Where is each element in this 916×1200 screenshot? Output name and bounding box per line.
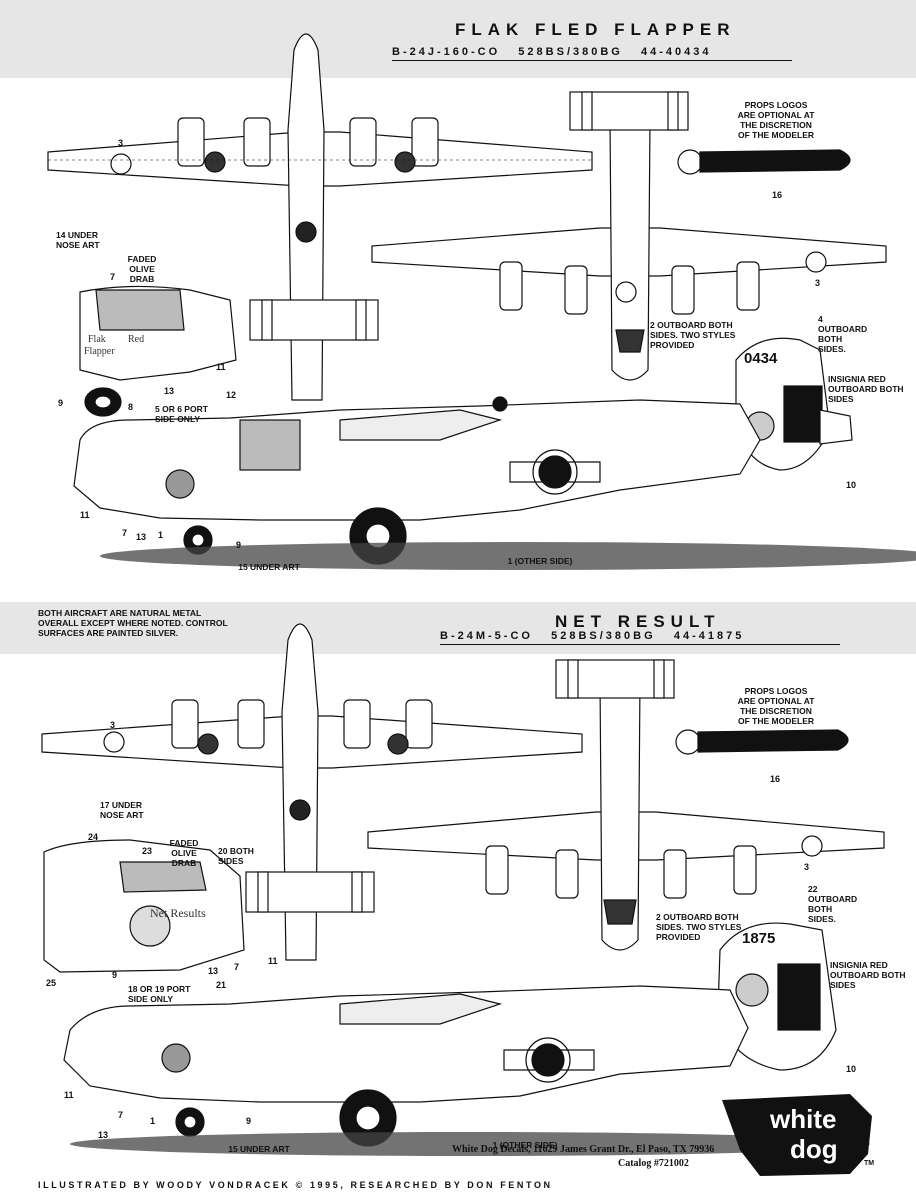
top-nose-art-flak: Flak — [88, 334, 106, 345]
top-callout: 11 — [216, 362, 226, 372]
bottom-title: NET RESULT — [555, 612, 721, 631]
top-callout: 13 — [136, 532, 147, 542]
bottom-callout: 21 — [216, 980, 227, 990]
bottom-outboard-both-note: 22 OUTBOARD BOTH SIDES. — [808, 884, 858, 924]
bottom-faded-olive-note: FADED OLIVE DRAB — [169, 838, 199, 868]
footer-address: White Dog Decals, 11629 James Grant Dr.,… — [452, 1144, 715, 1155]
footer-catalog: Catalog #721002 — [618, 1158, 689, 1169]
top-other-side-note: 1 (OTHER SIDE) — [507, 556, 573, 566]
top-callout: 8 — [128, 402, 134, 412]
bottom-callout: 3 — [804, 862, 810, 872]
bottom-callout: 1 — [150, 1116, 156, 1126]
top-outboard-both-note: 4 OUTBOARD BOTH SIDES. — [818, 314, 868, 354]
top-title-rule — [392, 60, 792, 61]
bottom-outboard-two-styles-note: 2 OUTBOARD BOTH SIDES. TWO STYLES PROVID… — [656, 912, 742, 942]
top-nose-art-flapper: Flapper — [84, 346, 115, 357]
top-callout: 10 — [846, 480, 857, 490]
top-callout: 7 — [122, 528, 128, 538]
bottom-other-side-note: 1 (OTHER SIDE) — [492, 1140, 558, 1150]
bottom-callout: 11 — [268, 956, 278, 966]
bottom-callout: 13 — [98, 1130, 109, 1140]
bottom-callout: 24 — [88, 832, 99, 842]
top-under-nose-note: 14 UNDER NOSE ART — [56, 230, 100, 250]
top-callout: 11 — [80, 510, 90, 520]
logo-white: white — [770, 1104, 837, 1134]
bottom-callout: 9 — [246, 1116, 252, 1126]
top-insignia-note: INSIGNIA RED OUTBOARD BOTH SIDES — [828, 374, 904, 404]
top-under-art-note: 15 UNDER ART — [238, 562, 300, 572]
bottom-props-note: PROPS LOGOS ARE OPTIONAL AT THE DISCRETI… — [737, 686, 815, 726]
top-props-note: PROPS LOGOS ARE OPTIONAL AT THE DISCRETI… — [737, 100, 815, 140]
bottom-plan-view-left — [41, 623, 583, 961]
top-title: FLAK FLED FLAPPER — [455, 20, 736, 39]
top-plan-view-left — [47, 33, 593, 401]
bottom-under-art-note: 15 UNDER ART — [228, 1144, 290, 1154]
top-callout: 1 — [158, 530, 164, 540]
top-faded-olive-note: FADED OLIVE DRAB — [127, 254, 157, 284]
bottom-plan-view-right — [367, 659, 885, 951]
logo-trademark: TM — [864, 1160, 875, 1167]
bottom-side-view — [63, 985, 749, 1147]
top-nose-art-red: Red — [128, 334, 145, 345]
bottom-prop — [675, 729, 849, 755]
bottom-tail-detail — [717, 922, 837, 1071]
bottom-subtitle: B-24M-5-CO 528BS/380BG 44-41875 — [440, 630, 745, 642]
bottom-port-side-note: 18 OR 19 PORT SIDE ONLY — [128, 984, 191, 1004]
bottom-callout: 11 — [64, 1090, 74, 1100]
top-ground-shadow — [100, 542, 916, 570]
bottom-nose-art-text: Net Results — [150, 906, 206, 920]
bottom-title-band — [0, 602, 916, 654]
top-subtitle: B-24J-160-CO 528BS/380BG 44-40434 — [392, 46, 712, 58]
top-tail-detail — [735, 337, 853, 471]
top-plan-view-right — [371, 91, 887, 381]
top-drawings — [47, 33, 916, 570]
top-callout: 7 — [110, 272, 116, 282]
bottom-callout: 23 — [142, 846, 153, 856]
top-callout: 13 — [164, 386, 175, 396]
bottom-callout: 25 — [46, 978, 57, 988]
logo-badge — [722, 1094, 872, 1176]
bottom-callout: 7 — [118, 1110, 124, 1120]
top-callout: 9 — [236, 540, 242, 550]
bottom-both-sides-note: 20 BOTH SIDES — [218, 846, 254, 866]
bottom-insignia-note: INSIGNIA RED OUTBOARD BOTH SIDES — [830, 960, 906, 990]
top-callout: 3 — [118, 138, 124, 148]
top-port-side-note: 5 OR 6 PORT SIDE ONLY — [155, 404, 208, 424]
top-callout: 9 — [58, 398, 64, 408]
bottom-callout: 16 — [770, 774, 781, 784]
top-title-band — [0, 0, 916, 78]
top-tail-number: 0434 — [744, 350, 778, 367]
top-prop — [677, 149, 851, 175]
bottom-callout: 7 — [234, 962, 240, 972]
bottom-under-nose-note: 17 UNDER NOSE ART — [100, 800, 144, 820]
bottom-title-rule — [440, 644, 840, 645]
bottom-ground-shadow — [70, 1132, 870, 1156]
general-note: BOTH AIRCRAFT ARE NATURAL METAL OVERALL … — [38, 608, 228, 638]
top-nose-detail — [79, 285, 237, 417]
bottom-nose-detail — [43, 839, 245, 973]
footer-credits: ILLUSTRATED BY WOODY VONDRACEK © 1995, R… — [38, 1180, 553, 1190]
top-callout: 3 — [815, 278, 821, 288]
bottom-callout: 10 — [846, 1064, 857, 1074]
top-outboard-two-styles-note: 2 OUTBOARD BOTH SIDES. TWO STYLES PROVID… — [650, 320, 736, 350]
logo-dog: dog — [790, 1134, 838, 1164]
top-callout: 12 — [226, 390, 237, 400]
bottom-callout: 13 — [208, 966, 219, 976]
bottom-callout: 3 — [110, 720, 116, 730]
bottom-tail-number: 1875 — [742, 930, 776, 947]
top-callout: 16 — [772, 190, 783, 200]
bottom-callout: 9 — [112, 970, 118, 980]
